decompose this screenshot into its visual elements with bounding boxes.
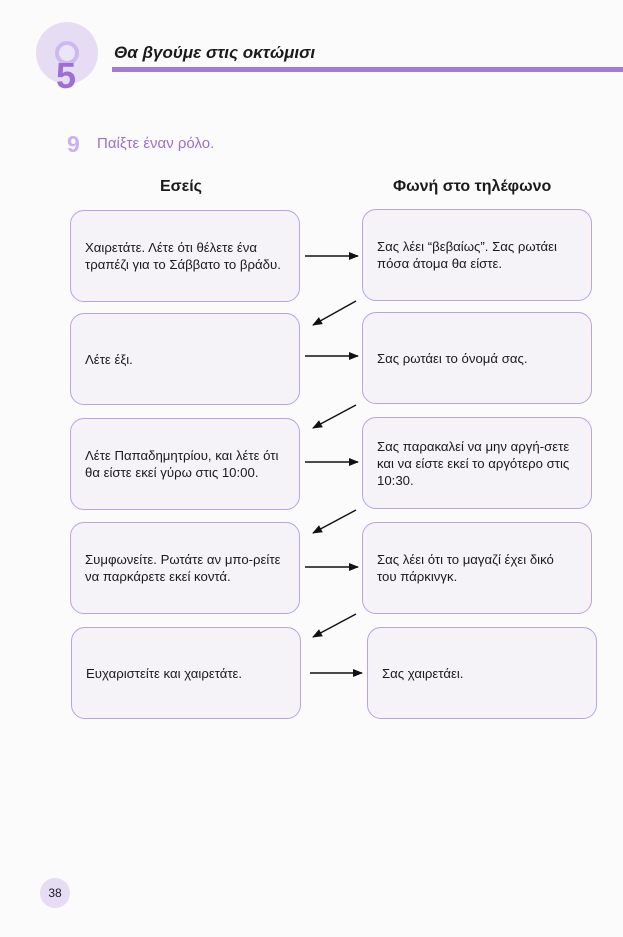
arrow-diag-4	[312, 613, 357, 638]
arrow-diag-3	[312, 509, 357, 534]
you-box-4: Συμφωνείτε. Ρωτάτε αν μπο-ρείτε να παρκά…	[70, 522, 300, 614]
exercise-title: Παίξτε έναν ρόλο.	[97, 135, 215, 152]
arrow-diag-1	[312, 300, 357, 326]
column-heading-phone: Φωνή στο τηλέφωνο	[393, 178, 552, 195]
phone-box-1: Σας λέει “βεβαίως”. Σας ρωτάει πόσα άτομ…	[362, 209, 592, 301]
you-box-3: Λέτε Παπαδημητρίου, και λέτε ότι θα είστ…	[70, 418, 300, 510]
arrow-diag-2	[312, 404, 357, 429]
unit-number: 5	[56, 55, 77, 96]
phone-box-2: Σας ρωτάει το όνομά σας.	[362, 312, 592, 404]
you-box-5: Ευχαριστείτε και χαιρετάτε.	[71, 627, 301, 719]
you-box-2: Λέτε έξι.	[70, 313, 300, 405]
phone-box-3: Σας παρακαλεί να μην αργή-σετε και να εί…	[362, 417, 592, 509]
unit-title: Θα βγούμε στις οκτώμισι	[114, 43, 316, 62]
title-rule	[112, 67, 623, 72]
you-box-1: Χαιρετάτε. Λέτε ότι θέλετε ένα τραπέζι γ…	[70, 210, 300, 302]
phone-box-5: Σας χαιρετάει.	[367, 627, 597, 719]
unit-disc-icon	[36, 22, 98, 84]
phone-box-4: Σας λέει ότι το μαγαζί έχει δικό του πάρ…	[362, 522, 592, 614]
column-heading-you: Εσείς	[160, 178, 202, 195]
page-number: 38	[40, 878, 70, 908]
exercise-number: 9	[67, 131, 80, 157]
